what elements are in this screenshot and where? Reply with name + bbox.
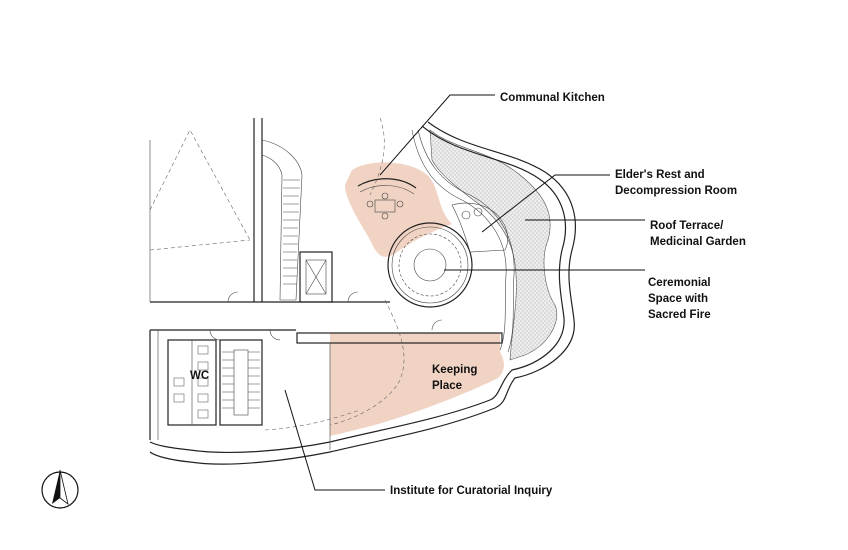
inner-curve-wall <box>417 129 515 353</box>
kitchen-chair-3 <box>381 192 389 200</box>
north-arrow-icon <box>41 469 79 509</box>
ceremonial-inner-ring <box>391 226 469 304</box>
keeping-place-zone <box>330 333 504 436</box>
kitchen-counter <box>357 178 417 189</box>
kitchen-chair-2 <box>396 200 404 208</box>
label-elders-rest-1: Elder's Rest and <box>615 169 705 181</box>
elevator-car <box>305 259 327 295</box>
door-swing-4 <box>269 329 281 341</box>
elder-chair-2 <box>473 207 483 217</box>
kitchen-chair-4 <box>381 212 389 220</box>
label-elders-rest-2: Decompression Room <box>615 185 737 197</box>
overhead-roof-dash <box>149 129 251 241</box>
kitchen-counter-2 <box>359 185 415 195</box>
overhead-roof-dash-2 <box>149 239 251 251</box>
kitchen-chair <box>366 200 374 208</box>
upper-stair-treads <box>283 179 300 285</box>
door-swing-3 <box>209 329 221 341</box>
label-roof-terrace-2: Medicinal Garden <box>650 236 746 248</box>
overhead-curve-dash <box>369 117 385 196</box>
elevator-cross-2 <box>305 259 327 295</box>
lower-stair-treads <box>222 351 260 409</box>
label-ceremonial-1: Ceremonial <box>648 277 711 289</box>
label-institute: Institute for Curatorial Inquiry <box>390 485 553 497</box>
sacred-fire-circle <box>413 248 447 282</box>
label-ceremonial-3: Sacred Fire <box>648 309 711 321</box>
label-communal-kitchen: Communal Kitchen <box>500 92 605 104</box>
ceremonial-seat-ring <box>398 233 462 297</box>
label-ceremonial-2: Space with <box>648 293 708 305</box>
ceremonial-outer-ring <box>387 222 473 308</box>
leader-communal-kitchen <box>379 94 495 176</box>
inner-curve-wall-2 <box>411 129 507 351</box>
label-roof-terrace-1: Roof Terrace/ <box>650 220 724 232</box>
upper-stair-outline <box>261 139 303 301</box>
door-swing <box>227 291 239 303</box>
label-keeping-place-1: Keeping <box>432 364 477 376</box>
door-swing-2 <box>347 291 359 303</box>
elevator-shaft <box>299 251 333 303</box>
outer-wall-2 <box>149 125 567 454</box>
elder-chair <box>461 210 471 220</box>
interior-curve-dash <box>264 409 361 431</box>
label-keeping-place-2: Place <box>432 380 462 392</box>
label-wc: WC <box>190 370 209 382</box>
roof-terrace-area <box>429 129 557 361</box>
lower-stair <box>219 339 263 426</box>
wc-stalls <box>173 345 209 419</box>
leader-elders-rest <box>481 174 610 233</box>
lower-stair-core <box>233 349 249 416</box>
leader-institute <box>284 389 385 491</box>
kitchen-table <box>374 199 396 213</box>
outer-wall <box>149 121 576 465</box>
elders-rest-room <box>451 202 509 253</box>
door-swing-5 <box>431 319 443 331</box>
keeping-place-curve <box>329 299 405 426</box>
kitchen-zone <box>345 162 452 257</box>
